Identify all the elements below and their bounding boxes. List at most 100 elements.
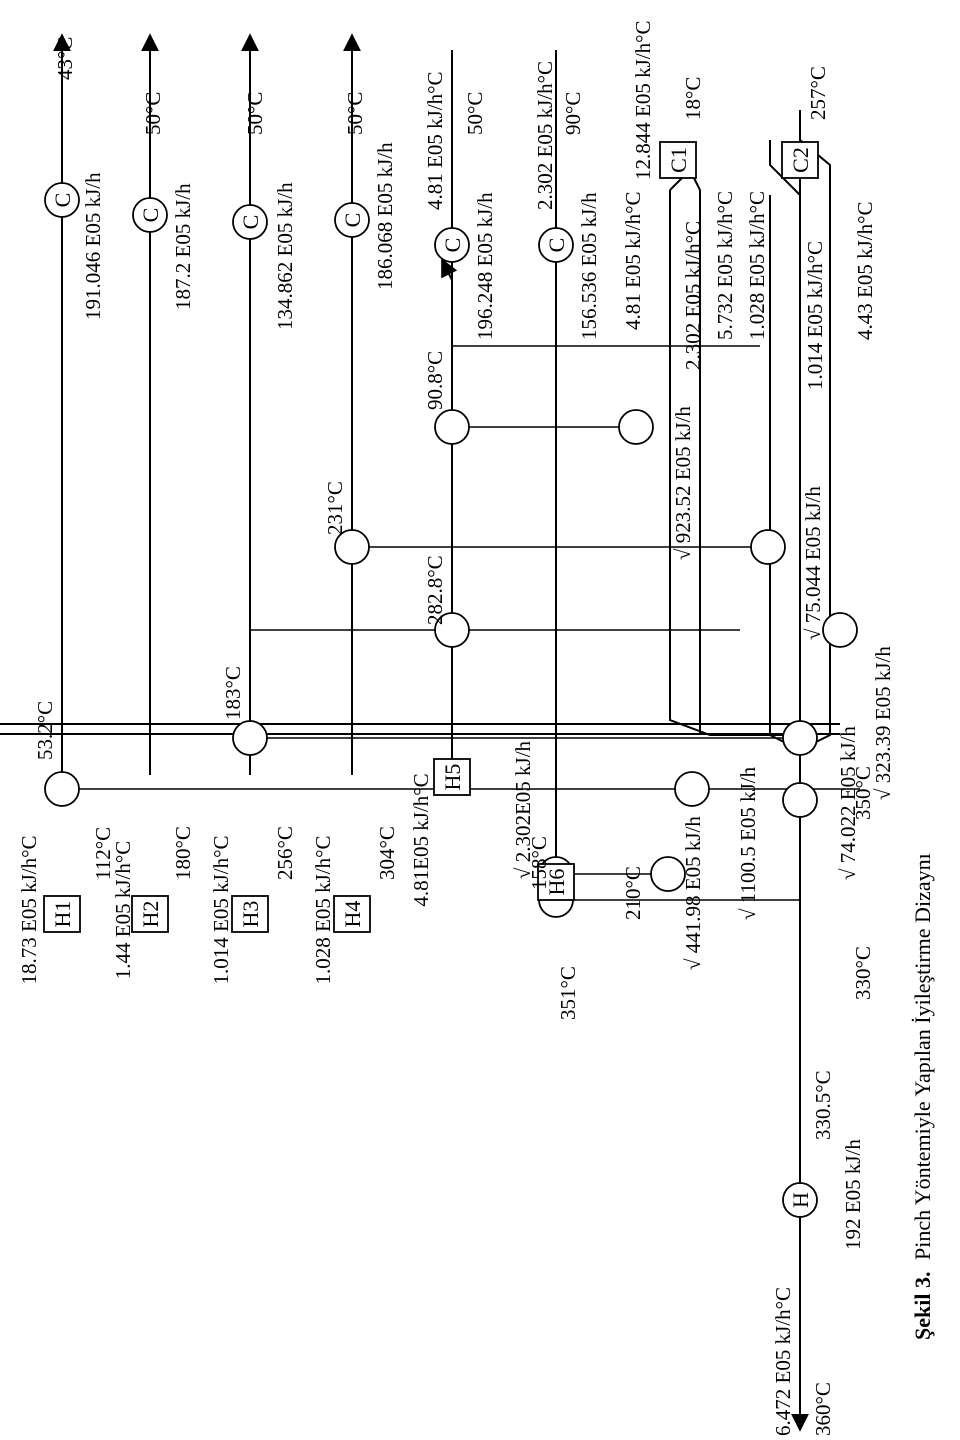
exchanger-circle [822,612,858,648]
svg-text:H1: H1 [50,901,75,928]
exchanger-circle [618,409,654,445]
c1-temp: 18°C [681,77,705,120]
svg-text:C: C [238,215,263,230]
c2-temp: 257°C [806,66,830,120]
temp-158: 158°C [527,836,551,890]
svg-text:H: H [788,1192,813,1208]
cold-cp-2: 2.302 E05 kJ/h°C [681,221,705,370]
cooler-1-outlet: 43°C [53,37,77,80]
duty-923: √ 923.52 E05 kJ/h [671,406,695,560]
stream-box-c2: C2 [781,141,819,179]
duty-75: √ 75.044 E05 kJ/h [801,486,825,640]
stream-line-c1-split [669,190,800,736]
cooler-2-outlet: 50°C [141,92,165,135]
stream-box-c1: C1 [659,141,697,179]
exchanger-circle [434,409,470,445]
c1-duty: 12.844 E05 kJ/h°C [631,21,655,181]
heater-cp: 6.472 E05 kJ/h°C [771,1287,795,1436]
h3-source-temp: 256°C [273,826,297,880]
stream-line-c2-split [769,140,801,196]
h1-duty: 18.73 E05 kJ/h°C [17,836,41,985]
stream-box-h3: H3 [231,895,269,933]
cooler-4: C [334,202,370,238]
cold-cp-4: 1.028 E05 kJ/h°C [745,191,769,340]
stream-box-h4: H4 [333,895,371,933]
exchanger-circle [650,856,686,892]
h3-duty: 1.014 E05 kJ/h°C [209,836,233,985]
h6-source-temp: 351°C [556,966,580,1020]
svg-text:C1: C1 [666,147,691,173]
svg-text:C: C [440,238,465,253]
h5-duty: 4.81E05 kJ/h°C [409,773,433,906]
caption-label: Şekil 3. [910,1272,935,1340]
h2-source-temp: 180°C [171,826,195,880]
temp-90-8: 90.8°C [423,351,447,410]
h2-duty: 1.44 E05 kJ/h°C [111,841,135,980]
caption-text: Pinch Yöntemiyle Yapılan İyileştirme Diz… [910,853,935,1260]
cooler-1: C [44,182,80,218]
svg-text:H4: H4 [340,901,365,928]
duty-74: √ 74.022 E05 kJ/h [836,726,860,880]
arrow-h5 [441,258,458,281]
heater-duty: 192 E05 kJ/h [841,1139,865,1250]
duty-323: √ 323.39 E05 kJ/h [871,646,895,800]
figure-caption: Şekil 3. Pinch Yöntemiyle Yapılan İyileş… [910,853,935,1340]
cooler-6-cp: 2.302 E05 kJ/h°C [533,61,557,210]
cold-cp-5: 1.014 E05 kJ/h°C [803,241,827,390]
svg-text:H5: H5 [440,764,465,791]
cold-cp-1: 4.81 E05 kJ/h°C [621,192,645,331]
exchanger-circle [674,771,710,807]
cooler-5-cp: 4.81 E05 kJ/h°C [423,72,447,211]
cold-cp-6: 4.43 E05 kJ/h°C [853,202,877,341]
temp-330: 330°C [851,946,875,1000]
cooler-5-duty: 196.248 E05 kJ/h [473,192,497,340]
exchanger-circle [44,771,80,807]
cooler-3-duty: 134.862 E05 kJ/h [273,182,297,330]
cooler-4-duty: 186.068 E05 kJ/h [373,142,397,290]
duty-441: √ 441.98 E05 kJ/h [681,816,705,970]
cooler-1-duty: 191.046 E05 kJ/h [81,172,105,320]
temp-210: 210°C [621,866,645,920]
cooler-2: C [132,197,168,233]
exchanger-circle [750,529,786,565]
exchanger-circle [434,612,470,648]
temp-231: 231°C [323,481,347,535]
heater-outlet: 360°C [811,1382,835,1436]
cold-cp-3: 5.732 E05 kJ/h°C [713,191,737,340]
cooler-6-outlet: 90°C [561,92,585,135]
cooler-2-duty: 187.2 E05 kJ/h [171,183,195,310]
svg-text:C: C [544,238,569,253]
heater: H [782,1182,818,1218]
cooler-6-duty: 156.536 E05 kJ/h [577,192,601,340]
svg-text:C2: C2 [788,147,813,173]
h1-target-temp: 112°C [91,827,115,880]
exchanger-circle [334,529,370,565]
h4-source-temp: 304°C [375,826,399,880]
cooler-3-outlet: 50°C [243,92,267,135]
h4-duty: 1.028 E05 kJ/h°C [311,836,335,985]
temp-350: 350°C [851,766,875,820]
svg-text:C: C [50,193,75,208]
svg-text:H3: H3 [238,901,263,928]
temp-183: 183°C [221,666,245,720]
exchanger-circle [782,782,818,818]
stream-box-h6: H6 [537,863,575,901]
temp-282-8: 282.8°C [423,555,447,625]
temp-53-2: 53.2°C [33,701,57,760]
cooler-4-outlet: 50°C [343,92,367,135]
exchanger-circle [232,720,268,756]
stream-box-h5: H5 [433,758,471,796]
cooler-5: C [434,227,470,263]
cooler-3: C [232,204,268,240]
svg-text:C: C [340,213,365,228]
svg-text:H2: H2 [138,901,163,928]
svg-text:H6: H6 [544,869,569,896]
h6-duty: √ 2.302E05 kJ/h [511,740,535,879]
stream-box-h1: H1 [43,895,81,933]
duty-1100: √ 1100.5 E05 kJ/h [736,766,760,920]
heater-inlet: 330.5°C [811,1070,835,1140]
cooler-6: C [538,227,574,263]
stream-box-h2: H2 [131,895,169,933]
rotated-drawing: C C C C C C H H1 [0,21,935,1436]
